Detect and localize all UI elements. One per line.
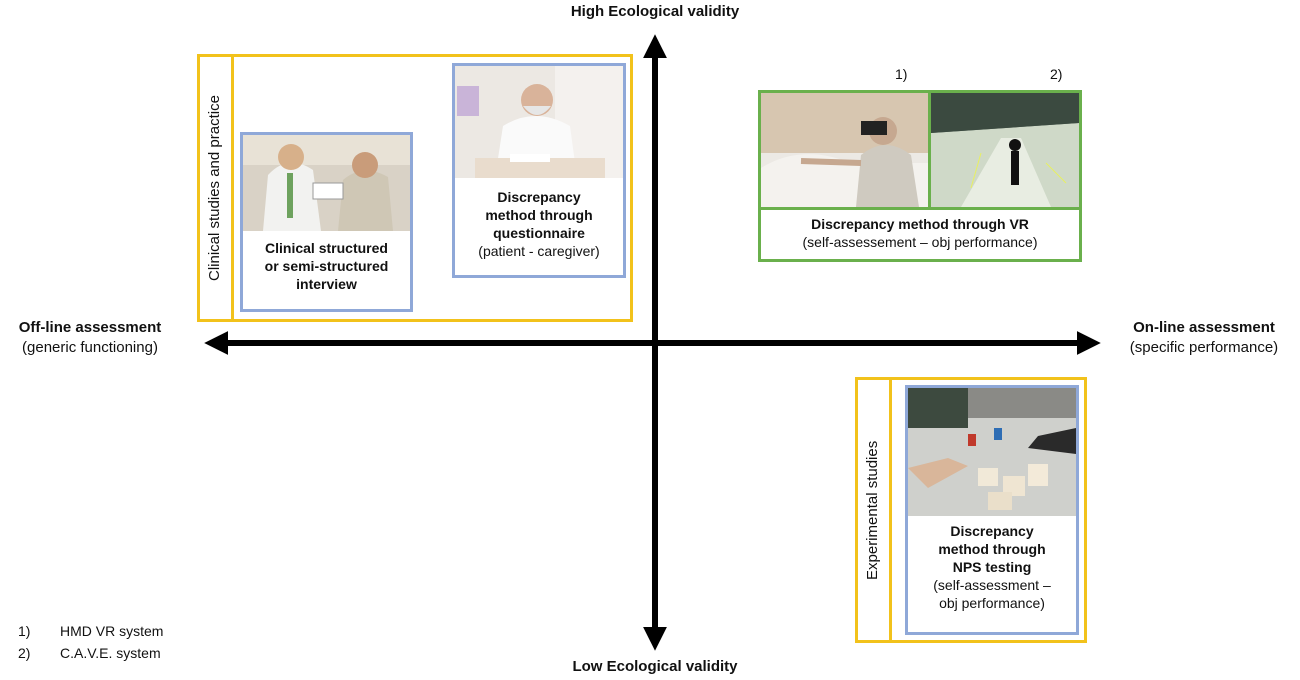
axis-label-bottom: Low Ecological validity [572,658,738,675]
clinical-quadrant-frame [197,54,633,322]
experimental-side-label: Experimental studies [864,440,881,580]
elderly-man-writing-photo [455,66,623,178]
footnotes: 1)HMD VR system 2)C.A.V.E. system [18,620,163,664]
doctor-patient-photo [243,135,410,231]
footnote-item: 1)HMD VR system [18,623,164,639]
questionnaire-caption: Discrepancy method through questionnaire… [478,189,600,259]
nps-testing-photo [908,388,1076,516]
vr-photo-divider [928,93,931,207]
vr-marker-2: 2) [1050,66,1063,82]
vr-caption-divider [761,207,1079,210]
nps-card: Discrepancy method through NPS testing (… [905,385,1079,635]
axis-label-top: High Ecological validity [570,3,740,20]
footnote-item: 2)C.A.V.E. system [18,645,161,661]
vr-caption: Discrepancy method through VR (self-asse… [802,216,1038,250]
interview-caption: Clinical structured or semi-structured i… [264,240,389,292]
clinical-side-label: Clinical studies and practice [206,95,223,281]
experimental-quadrant-frame [855,377,1087,643]
experimental-side-divider [889,377,892,643]
hmd-vr-photo [761,93,929,207]
vr-card: Discrepancy method through VR (self-asse… [758,90,1082,262]
cave-system-photo [931,93,1079,207]
axis-label-left: Off-line assessment (generic functioning… [18,319,162,356]
questionnaire-card: Discrepancy method through questionnaire… [452,63,626,278]
clinical-side-divider [231,54,234,322]
vr-marker-1: 1) [895,66,908,82]
axis-label-right: On-line assessment (specific performance… [1129,319,1279,356]
interview-card: Clinical structured or semi-structured i… [240,132,413,312]
nps-caption: Discrepancy method through NPS testing (… [933,523,1051,611]
